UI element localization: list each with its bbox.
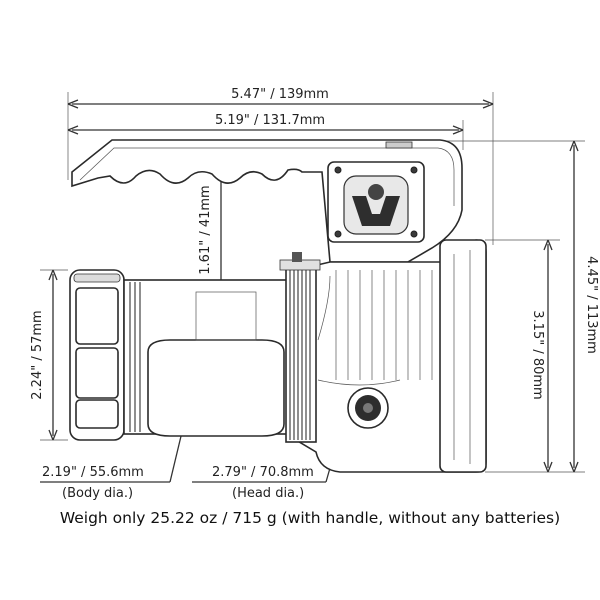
label-body-diameter-note: (Body dia.) (62, 486, 133, 501)
dim-handle-length (67, 120, 464, 150)
label-head-height: 3.15" / 80mm (530, 310, 545, 399)
dim-handle-height (216, 165, 226, 295)
label-overall-height: 4.45" / 113mm (584, 256, 599, 354)
label-body-diameter: 2.19" / 55.6mm (42, 465, 144, 480)
dim-overall-length (67, 92, 494, 245)
dim-head-height (485, 239, 560, 473)
body-tube (123, 279, 297, 437)
tail-cap (69, 269, 125, 441)
label-head-diameter-note: (Head dia.) (232, 486, 304, 501)
label-head-diameter: 2.79" / 70.8mm (212, 465, 314, 480)
dim-body-height (40, 269, 68, 441)
label-body-height: 2.24" / 57mm (30, 310, 45, 399)
label-handle-height: 1.61" / 41mm (198, 185, 213, 274)
leader-body-dia (40, 431, 183, 483)
head (279, 239, 487, 473)
handle (71, 139, 463, 263)
label-handle-length: 5.19" / 131.7mm (215, 113, 325, 128)
weight-caption: Weigh only 25.22 oz / 715 g (with handle… (60, 509, 560, 527)
label-overall-length: 5.47" / 139mm (231, 87, 329, 102)
